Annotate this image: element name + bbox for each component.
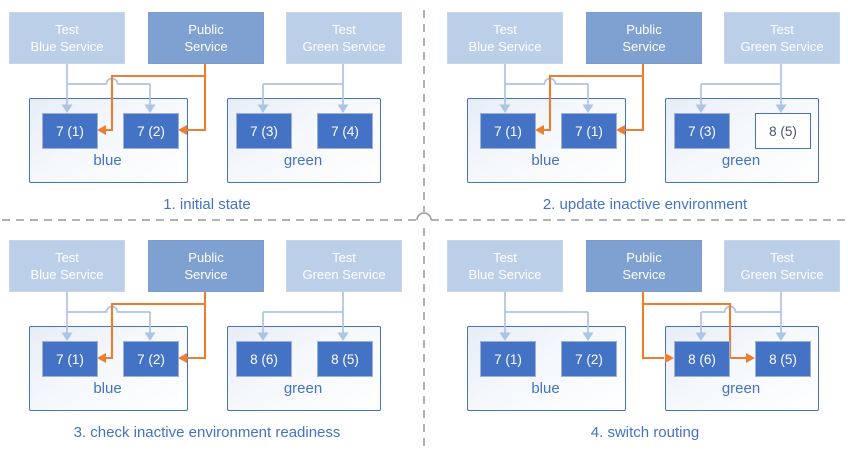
pod-blue-2: 7 (2) — [561, 341, 617, 377]
panel-caption: 2. update inactive environment — [542, 196, 748, 213]
service-label-line2: Blue Service — [468, 267, 542, 282]
panel-caption: 3. check inactive environment readiness — [73, 424, 341, 441]
test-green-service-box: Test Green Service — [724, 240, 840, 292]
public-service-box: Public Service — [586, 12, 702, 64]
service-label-line2: Service — [622, 39, 666, 54]
pod-green-2-new-version: 8 (5) — [755, 113, 811, 149]
green-environment-label: green — [283, 152, 323, 169]
service-label-line1: Test — [770, 250, 794, 265]
pod-green-1: 7 (3) — [236, 113, 292, 149]
service-label-line2: Service — [622, 267, 666, 282]
blue-environment-label: blue — [93, 380, 122, 397]
service-label-line1: Public — [188, 22, 224, 37]
panel-content: Test Blue Service Public Service Test Gr… — [0, 228, 424, 456]
panel-switch-routing: Test Blue Service Public Service Test Gr… — [424, 228, 848, 456]
service-label-line1: Test — [770, 22, 794, 37]
panel-initial-state: Test Blue Service Public Service Test Gr… — [0, 0, 424, 228]
panel-content: Test Blue Service Public Service Test Gr… — [0, 0, 424, 228]
service-label-line1: Public — [626, 22, 662, 37]
pod-green-2: 8 (5) — [317, 341, 373, 377]
blue-environment-label: blue — [93, 152, 122, 169]
pod-blue-1: 7 (1) — [480, 341, 536, 377]
pod-blue-1: 7 (1) — [42, 113, 98, 149]
service-label-line2: Blue Service — [468, 39, 542, 54]
panel-update-inactive-environment: Test Blue Service Public Service Test Gr… — [424, 0, 848, 228]
service-label-line2: Green Service — [302, 267, 386, 282]
pod-green-1: 7 (3) — [674, 113, 730, 149]
pod-blue-2: 7 (2) — [123, 341, 179, 377]
service-label-line2: Blue Service — [30, 267, 104, 282]
pod-green-2: 7 (4) — [317, 113, 373, 149]
panel-check-inactive-environment-readiness: Test Blue Service Public Service Test Gr… — [0, 228, 424, 456]
pod-blue-2: 7 (2) — [123, 113, 179, 149]
blue-environment-label: blue — [531, 380, 560, 397]
service-label-line1: Test — [55, 250, 79, 265]
green-environment-label: green — [721, 152, 761, 169]
service-label-line1: Public — [188, 250, 224, 265]
test-green-service-box: Test Green Service — [286, 12, 402, 64]
service-label-line1: Test — [493, 250, 517, 265]
test-blue-service-box: Test Blue Service — [447, 240, 563, 292]
public-service-box: Public Service — [148, 240, 264, 292]
pod-blue-1: 7 (1) — [42, 341, 98, 377]
service-label-line1: Test — [332, 250, 356, 265]
service-label-line1: Test — [493, 22, 517, 37]
test-blue-service-box: Test Blue Service — [9, 12, 125, 64]
pod-green-1: 8 (6) — [236, 341, 292, 377]
panel-content: Test Blue Service Public Service Test Gr… — [438, 228, 848, 456]
public-service-box: Public Service — [586, 240, 702, 292]
test-green-service-box: Test Green Service — [286, 240, 402, 292]
test-blue-service-box: Test Blue Service — [447, 12, 563, 64]
service-label-line2: Blue Service — [30, 39, 104, 54]
public-service-box: Public Service — [148, 12, 264, 64]
service-label-line1: Public — [626, 250, 662, 265]
service-label-line2: Green Service — [740, 39, 824, 54]
green-environment-label: green — [283, 380, 323, 397]
service-label-line2: Service — [184, 39, 228, 54]
service-label-line1: Test — [55, 22, 79, 37]
green-environment-label: green — [721, 380, 761, 397]
pod-blue-1: 7 (1) — [480, 113, 536, 149]
service-label-line2: Service — [184, 267, 228, 282]
test-blue-service-box: Test Blue Service — [9, 240, 125, 292]
pod-green-2: 8 (5) — [755, 341, 811, 377]
panel-caption: 1. initial state — [163, 196, 251, 213]
test-green-service-box: Test Green Service — [724, 12, 840, 64]
service-label-line1: Test — [332, 22, 356, 37]
service-label-line2: Green Service — [740, 267, 824, 282]
pod-green-1: 8 (6) — [674, 341, 730, 377]
blue-environment-label: blue — [531, 152, 560, 169]
service-label-line2: Green Service — [302, 39, 386, 54]
panel-content: Test Blue Service Public Service Test Gr… — [438, 0, 848, 228]
panel-caption: 4. switch routing — [590, 424, 700, 441]
pod-blue-2: 7 (1) — [561, 113, 617, 149]
